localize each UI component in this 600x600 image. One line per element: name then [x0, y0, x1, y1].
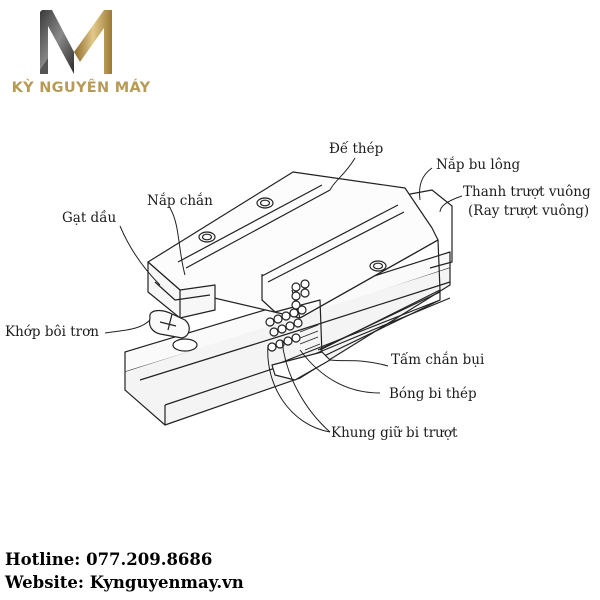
label-bong-bi-thep: Bóng bi thép: [389, 386, 477, 402]
label-khung-giu-bi-truot: Khung giữ bi trượt: [331, 425, 458, 441]
label-de-thep: Đế thép: [329, 141, 384, 157]
website-text: Website: Kynguyenmay.vn: [5, 573, 244, 592]
label-nap-bu-long: Nắp bu lông: [436, 157, 521, 173]
label-gat-dau: Gạt dầu: [62, 210, 117, 226]
hotline-text: Hotline: 077.209.8686: [5, 550, 213, 569]
label-tam-chan-bui: Tấm chắn bụi: [391, 352, 485, 368]
brand-logo-icon: [40, 10, 112, 74]
dust-plate: [271, 351, 331, 381]
label-khop-boi-tron: Khớp bôi trơn: [5, 324, 99, 340]
label-ray-truot-vuong: (Ray trượt vuông): [468, 203, 590, 219]
brand-name: KỲ NGUYÊN MÁY: [11, 80, 151, 96]
label-thanh-truot-vuong: Thanh trượt vuông: [463, 184, 591, 200]
label-nap-chan: Nắp chắn: [147, 193, 213, 209]
